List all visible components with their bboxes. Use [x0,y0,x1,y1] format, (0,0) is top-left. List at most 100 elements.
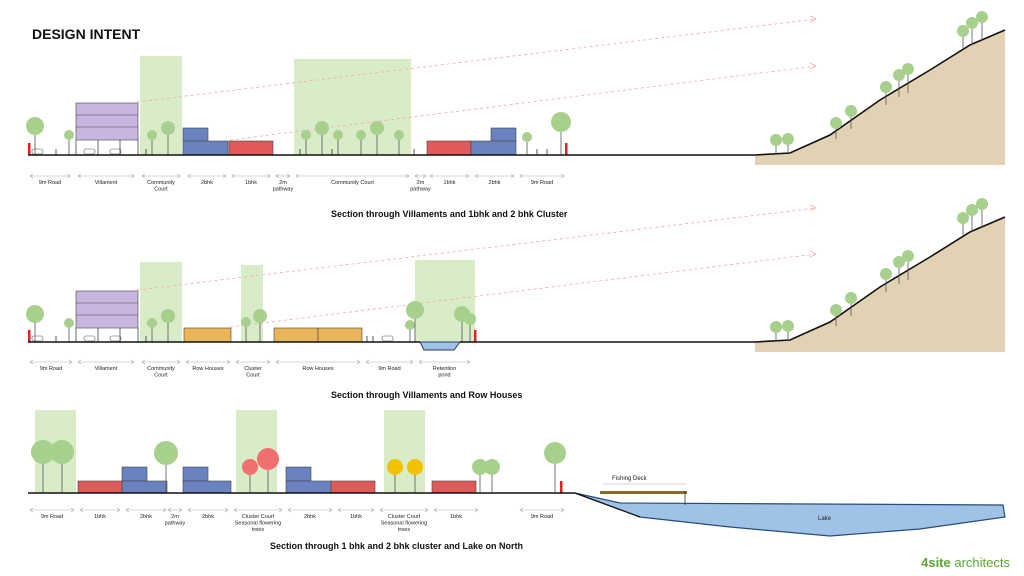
dimension-label-line: Retention [433,366,457,372]
sight-arrow [809,250,817,258]
dimension-label-line: Row Houses [302,366,333,372]
tree-icon [880,268,892,280]
dimension-label-line: 2m [279,180,287,186]
section-3-caption: Section through 1 bhk and 2 bhk cluster … [270,541,524,551]
dimension-arrow [287,507,292,513]
dimension-label-line: Cluster [244,366,262,372]
tree-icon [301,130,311,140]
tree-icon [387,459,403,475]
lake [574,492,1006,537]
dimension-arrow [422,173,427,179]
dimension-arrow [465,173,470,179]
dimension-label-line: Seasonal flowering [381,521,427,527]
tree-icon [26,117,44,135]
sight-line [136,207,817,291]
tree-icon [154,441,178,465]
dimension-label-line: 2bhk [202,514,214,520]
tree-icon [902,63,914,75]
car-icon [83,335,96,342]
block-1bhk [330,480,376,494]
dimension-arrow [560,507,565,513]
dimension-label: 1bhk [444,180,456,186]
dimension-arrow [77,173,82,179]
hill-profile [754,216,1006,343]
hill-fill [755,30,1005,165]
court-area [140,56,182,155]
tree-icon [957,25,969,37]
dimension-arrow [295,173,300,179]
lake-bank [574,492,641,518]
dimension-label: Row Houses [192,366,223,372]
sight-arrow [809,15,817,23]
dimension-label: 2bhk [304,514,316,520]
dimension-arrow [29,359,34,365]
tree-icon [253,309,267,323]
dimension-label: 1bhk [350,514,362,520]
retention-pond [419,341,461,351]
dimension-arrow [278,507,283,513]
block-2bhk [182,466,209,482]
dimension-label-line: Community [147,180,175,186]
dimension-label-line: 1bhk [450,514,462,520]
dimension-label-line: Cluster Court [242,514,275,520]
tree-icon [782,320,794,332]
tree-icon [242,459,258,475]
tree-icon [464,313,476,325]
block-1bhk [426,140,472,156]
tree-icon [830,304,842,316]
dimension-arrow [275,173,280,179]
dimension-label: 1bhk [450,514,462,520]
boundary-post [28,143,31,155]
dimension-arrow [185,359,190,365]
dimension-arrow [141,173,146,179]
dimension-label: 2bhk [201,180,213,186]
tree-icon [770,321,782,333]
dimension-label: 9m Road [531,180,553,186]
dimension-arrow [474,173,479,179]
dimension-arrow [77,359,82,365]
tree-icon [31,440,55,464]
tree-icon [406,301,424,319]
dimension-arrow [409,359,414,365]
dimension-arrow [176,359,181,365]
dimension-label-line: 9m Road [40,366,62,372]
dimension-arrow [365,359,370,365]
dimension-label-line: pathway [165,521,186,527]
tree-icon [161,309,175,323]
dimension-arrow [66,173,71,179]
tree-icon [880,81,892,93]
dimension-label-line: Community Court [331,180,374,186]
tree-icon [50,440,74,464]
dimension-label: 9m Road [39,180,61,186]
tree-icon [405,320,415,330]
dimension-label-line: Villament [95,180,118,186]
dimension-arrow [266,173,271,179]
dimension-label-line: pathway [410,187,431,193]
tree-icon [333,130,343,140]
tree-icon [782,133,794,145]
section-2-caption: Section through Villaments and Row House… [331,390,523,400]
dimension-arrow [29,507,34,513]
dimension-label-line: 1bhk [94,514,106,520]
tree-icon [241,317,251,327]
dimension-label: Community Court [331,180,374,186]
page-title: DESIGN INTENT [32,26,141,42]
dimension-arrow [176,173,181,179]
section-1-caption: Section through Villaments and 1bhk and … [331,209,568,219]
block-2bhk [490,127,517,142]
tree-icon [957,212,969,224]
dimension-label-line: 2m [417,180,425,186]
dimension-label-line: Court [246,373,260,379]
dimension-label-line: pond [438,373,450,379]
block-2bhk [285,480,332,494]
dimension-arrow [356,359,361,365]
dimension-arrow [328,507,333,513]
dimension-arrow [510,173,515,179]
dimension-arrow [466,359,471,365]
sight-line [136,18,817,103]
dimension-label-line: 9m Road [531,514,553,520]
dimension-arrow [68,359,73,365]
block-2bhk [182,140,229,156]
